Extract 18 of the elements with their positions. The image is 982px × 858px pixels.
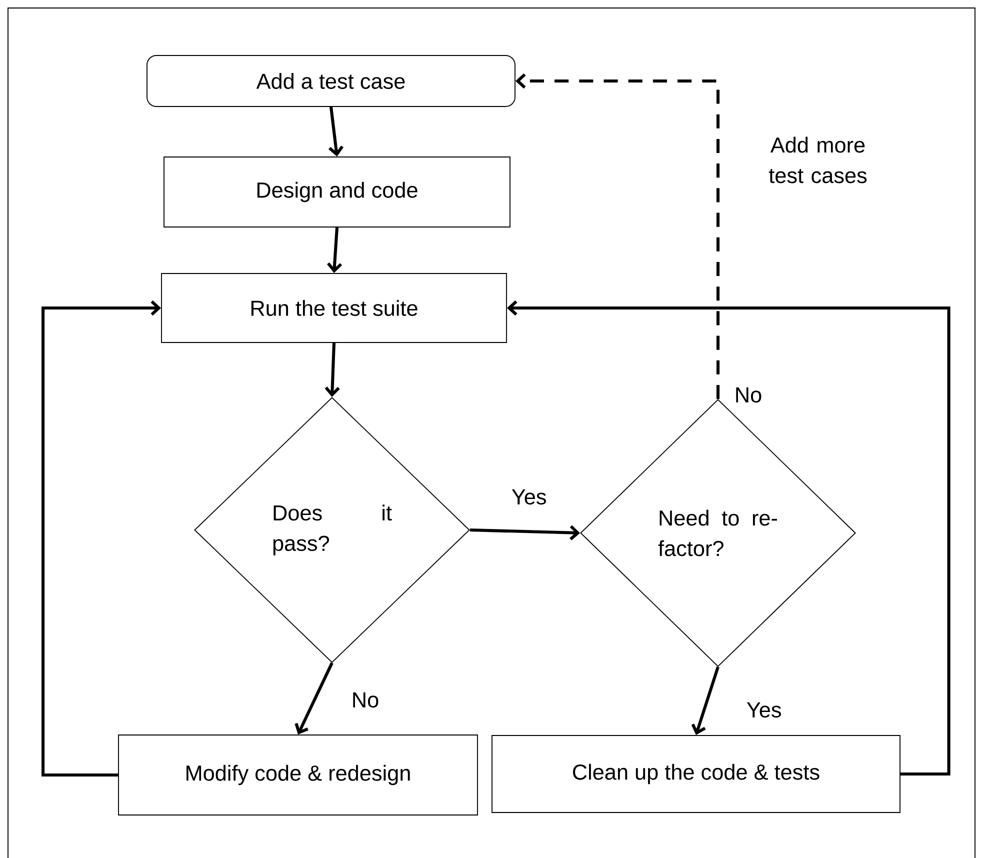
arrow xyxy=(506,300,950,776)
arrow xyxy=(294,662,334,735)
arrow xyxy=(515,73,720,400)
edge-label: Yes xyxy=(512,489,546,505)
arrow xyxy=(42,300,162,777)
edge-label: Yes xyxy=(746,702,781,718)
arrow xyxy=(327,227,342,274)
arrow xyxy=(328,106,344,157)
arrow xyxy=(691,666,720,736)
process-box: Run the test suite xyxy=(161,273,507,343)
edge-label: No xyxy=(353,692,378,708)
start-box: Add a test case xyxy=(146,55,516,107)
process-box: Modify code & redesign xyxy=(118,734,478,816)
note: Add more test cases xyxy=(768,136,867,184)
arrow xyxy=(324,342,340,398)
process-box: Design and code xyxy=(164,156,510,228)
process-box: Clean up the code & tests xyxy=(492,735,900,813)
arrow xyxy=(470,525,580,540)
